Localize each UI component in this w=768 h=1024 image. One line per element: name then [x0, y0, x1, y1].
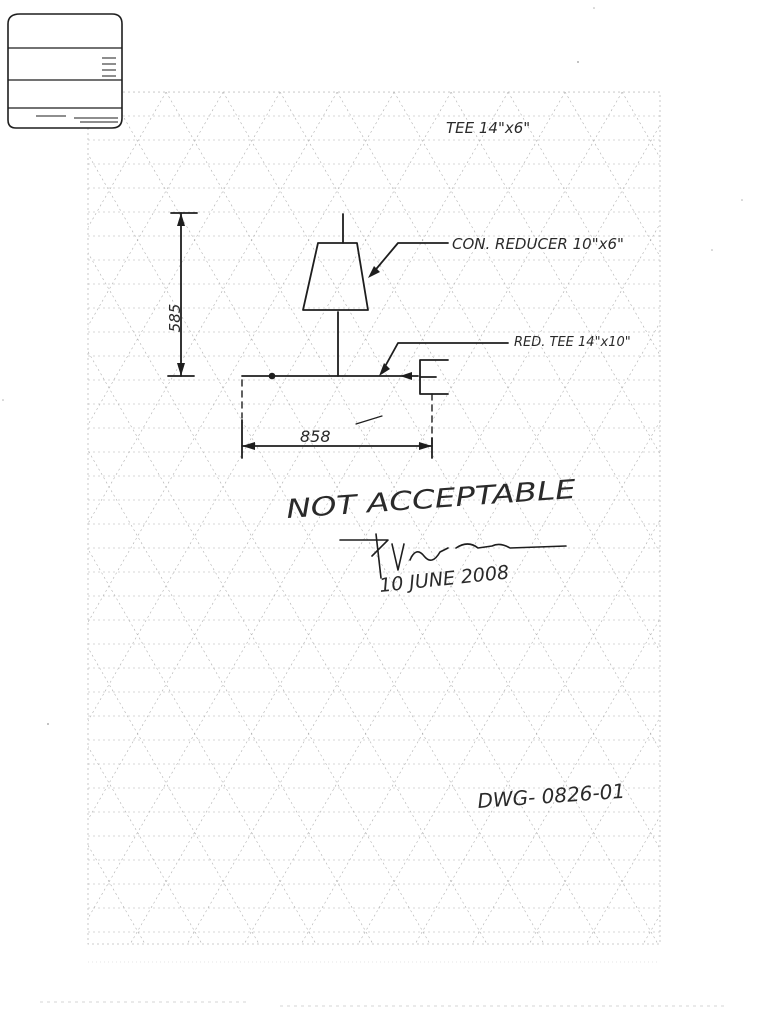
title-block-fragment	[7, 13, 123, 129]
reviewer-signature	[339, 533, 567, 579]
isometric-grid	[88, 92, 660, 944]
dimension-vertical	[167, 212, 198, 377]
con-reducer-label: CON. REDUCER 10"x6"	[452, 235, 624, 253]
weld-point	[268, 372, 276, 380]
dimension-note-tick	[355, 415, 383, 425]
reducer-leader	[371, 242, 449, 275]
concentric-reducer-symbol	[302, 242, 369, 311]
drawing-number: DWG- 0826-01	[477, 779, 626, 813]
dimension-horizontal-value: 858	[300, 427, 331, 446]
dimension-vertical-value: 585	[166, 304, 184, 333]
red-tee-leader	[381, 342, 509, 373]
tee-label: TEE 14"x6"	[446, 119, 530, 137]
pipe-sketch	[241, 213, 449, 447]
leader-lines	[355, 242, 509, 425]
dimension-horizontal	[241, 419, 433, 459]
review-status: NOT ACCEPTABLE	[285, 475, 577, 525]
scan-noise	[2, 7, 743, 1007]
grid-border	[87, 91, 661, 945]
red-tee-label: RED. TEE 14"x10"	[514, 335, 631, 350]
